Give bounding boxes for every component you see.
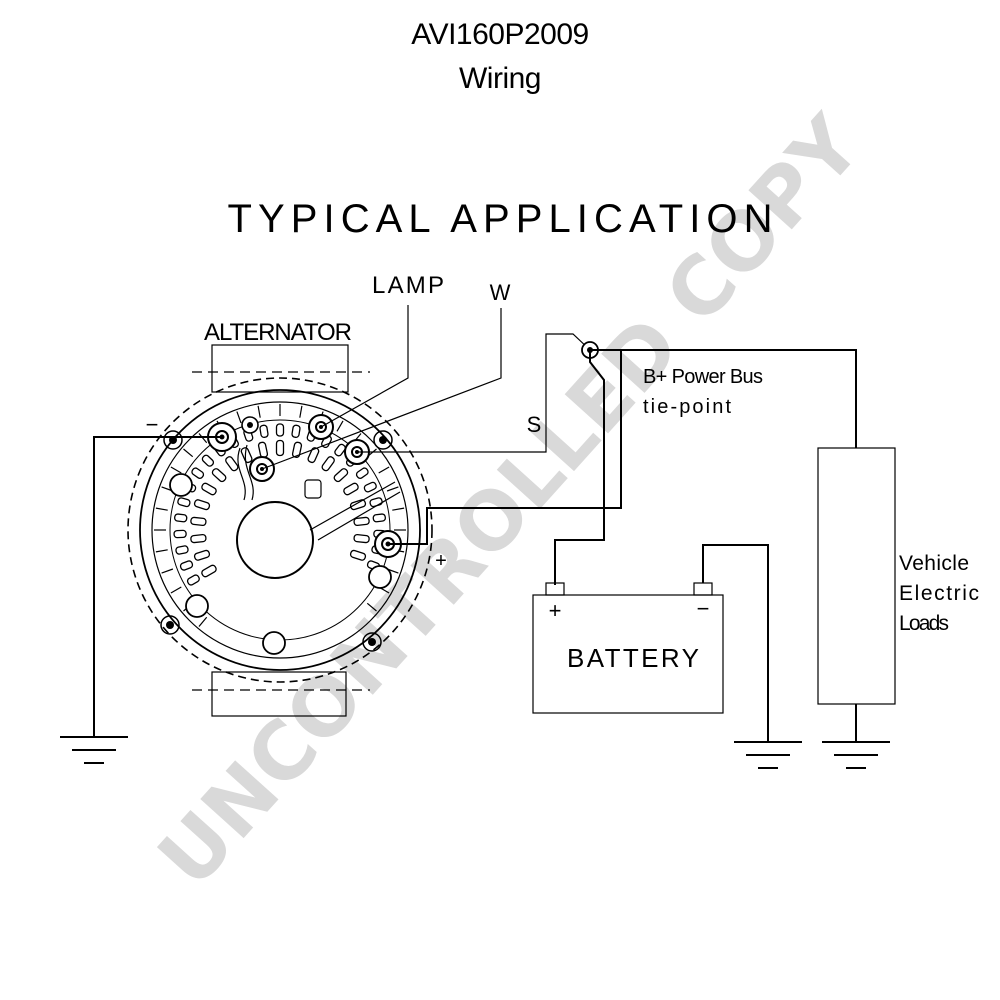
ground-terminal-minus-label: −	[146, 412, 159, 437]
ground-symbol-battery	[734, 741, 802, 769]
alternator-body	[127, 377, 433, 683]
loads-feed-wire	[590, 349, 857, 448]
bplus-tie-point-label-line2: tie-point	[643, 396, 731, 418]
vehicle-loads-box	[817, 447, 896, 705]
vehicle-loads-label-line2: Electric	[899, 582, 979, 605]
terminal-aux	[241, 416, 259, 434]
battery-negative-label: −	[697, 596, 710, 621]
case-plugs	[169, 473, 392, 655]
s-label: S	[527, 412, 542, 437]
battery-positive-label: +	[549, 598, 562, 623]
bplus-tie-point-label-line1: B+ Power Bus	[643, 366, 763, 388]
regulator-lead	[237, 444, 254, 501]
part-number-title: AVI160P2009	[411, 18, 589, 51]
vehicle-loads-label-line3: Loads	[899, 612, 949, 635]
rectifier-strap	[309, 481, 401, 541]
alternator-mount-top	[192, 344, 370, 393]
lamp-label: LAMP	[372, 272, 444, 299]
output-terminal-plus-label: +	[435, 550, 447, 572]
w-wire	[261, 308, 502, 470]
alternator-mount-bottom	[192, 671, 370, 717]
w-label: W	[490, 280, 511, 305]
lamp-wire	[320, 305, 409, 428]
s-wire	[357, 333, 591, 453]
typical-application-heading: TYPICAL APPLICATION	[228, 197, 773, 241]
alternator-ground-wire	[93, 436, 222, 737]
battery-negative-wire	[702, 544, 769, 742]
vehicle-loads-label-line1: Vehicle	[899, 552, 969, 575]
battery-positive-wire	[554, 350, 605, 585]
rotor-hub	[236, 501, 314, 579]
ground-symbol-alternator	[60, 736, 128, 764]
ground-symbol-loads	[822, 741, 890, 769]
battery-label: BATTERY	[567, 643, 699, 673]
page-subtitle: Wiring	[458, 62, 542, 95]
alternator-label: ALTERNATOR	[204, 319, 352, 346]
regulator-plug	[304, 479, 322, 499]
bolt-holes	[160, 430, 393, 652]
